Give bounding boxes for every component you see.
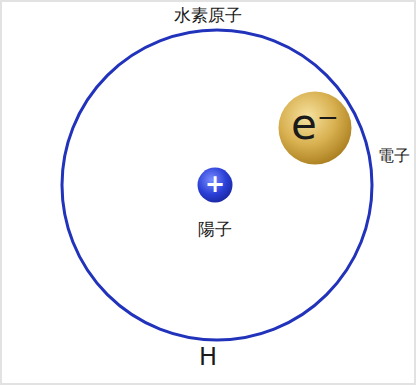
atom-title: 水素原子 — [0, 6, 416, 25]
electron-orbit — [62, 30, 372, 340]
electron-shape — [279, 92, 352, 165]
electron-label: 電子 — [377, 147, 411, 165]
electron-symbol: e⁻ — [291, 102, 339, 148]
proton-shape — [198, 168, 233, 203]
proton-label: 陽子 — [197, 220, 233, 239]
electron-node: e⁻電子 — [278, 91, 352, 165]
proton-symbol: + — [205, 171, 225, 197]
proton-node: +陽子 — [197, 167, 233, 203]
element-symbol: H — [0, 344, 416, 370]
